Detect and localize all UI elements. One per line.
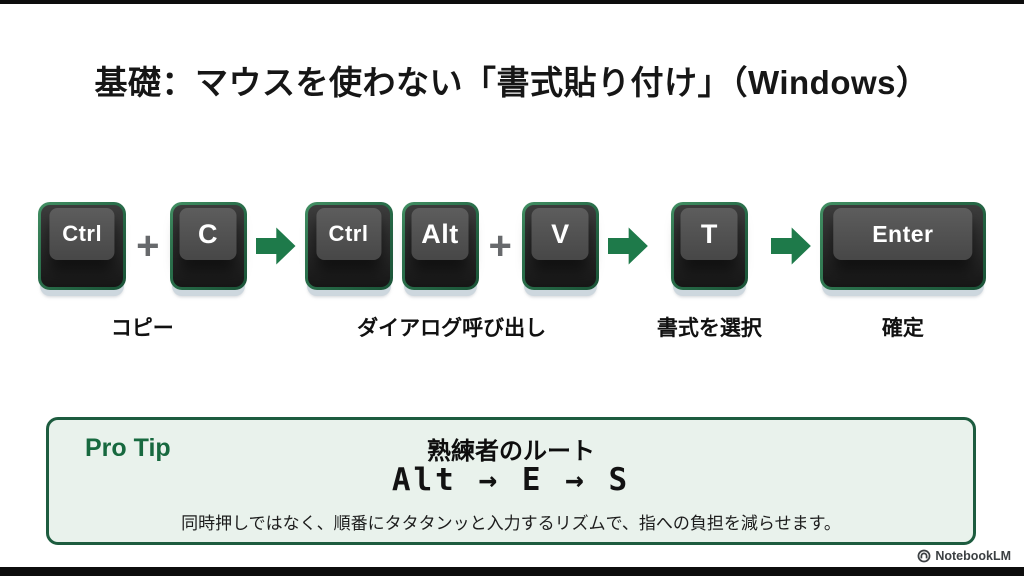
arrow-right-icon <box>770 227 811 265</box>
brand-watermark: NotebookLM <box>917 549 1011 563</box>
key-combo: T <box>670 202 748 290</box>
keycap-label: C <box>179 208 237 260</box>
flow-step-copy: Ctrl + C コピー <box>38 202 247 342</box>
protip-description: 同時押しではなく、順番にタタタンッと入力するリズムで、指への負担を減らせます。 <box>181 514 841 533</box>
key-combo: Ctrl + C <box>38 202 247 290</box>
key-enter: Enter <box>819 202 986 290</box>
plus-joiner: + <box>488 224 512 268</box>
arrow-right-icon <box>607 227 648 265</box>
key-c: C <box>169 202 247 290</box>
step-label: 書式を選択 <box>656 317 762 340</box>
protip-heading: 熟練者のルート <box>427 438 595 465</box>
keycap-label: V <box>531 208 589 260</box>
step-label: コピー <box>110 317 174 340</box>
keycap-label: Enter <box>833 208 973 260</box>
notebooklm-logo-icon <box>917 549 931 563</box>
arrow-wrap <box>607 202 648 290</box>
key-alt: Alt <box>401 202 479 290</box>
key-ctrl: Ctrl <box>304 202 393 290</box>
shortcut-flow: Ctrl + C コピー Ctrl Alt + V <box>0 202 1024 342</box>
page-title: 基礎：マウスを使わない「書式貼り付け」（Windows） <box>94 64 930 102</box>
step-label: ダイアログ呼び出し <box>357 317 547 340</box>
letterbox-top <box>0 0 1024 4</box>
key-combo: Enter <box>819 202 986 290</box>
protip-badge: Pro Tip <box>85 434 171 462</box>
protip-key-sequence: Alt → E → S <box>391 462 631 498</box>
arrow-wrap <box>255 202 296 290</box>
keycap-label: Ctrl <box>315 208 382 260</box>
key-t: T <box>670 202 748 290</box>
protip-panel: Pro Tip 熟練者のルート Alt → E → S 同時押しではなく、順番に… <box>46 417 976 545</box>
keycap-label: T <box>680 208 738 260</box>
flow-step-dialog: Ctrl Alt + V ダイアログ呼び出し <box>304 202 599 342</box>
flow-step-select-format: T 書式を選択 <box>657 202 762 342</box>
key-combo: Ctrl Alt + V <box>304 202 599 290</box>
plus-joiner: + <box>136 224 160 268</box>
flow-step-confirm: Enter 確定 <box>819 202 986 342</box>
keycap-label: Ctrl <box>49 208 115 260</box>
arrow-right-icon <box>255 227 296 265</box>
key-ctrl: Ctrl <box>38 202 127 290</box>
keycap-label: Alt <box>411 208 469 260</box>
key-v: V <box>521 202 599 290</box>
brand-label: NotebookLM <box>935 549 1011 563</box>
letterbox-bottom <box>0 567 1024 576</box>
step-label: 確定 <box>881 317 924 340</box>
arrow-wrap <box>770 202 811 290</box>
